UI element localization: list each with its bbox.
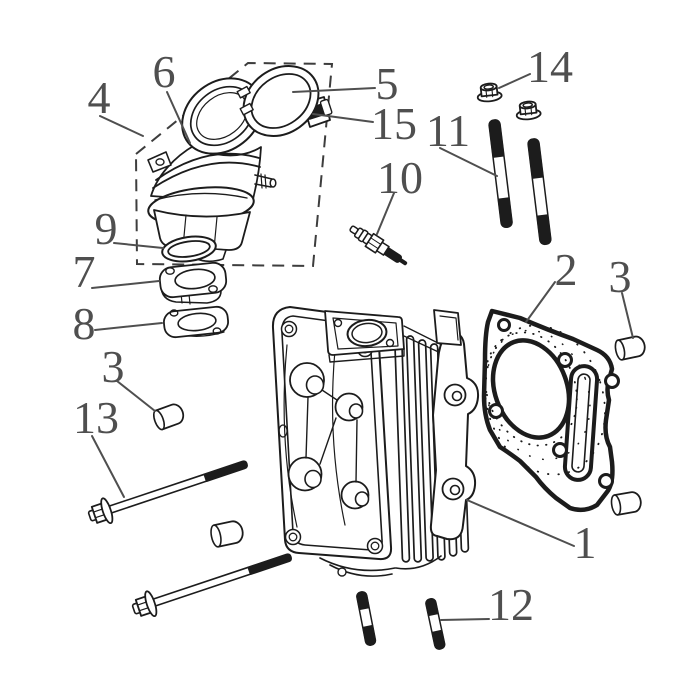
leader-lines bbox=[91, 73, 634, 621]
valve-bosses bbox=[287, 362, 370, 510]
leader-9 bbox=[113, 242, 164, 249]
callout-9-label: 9 bbox=[95, 203, 118, 254]
leader-12 bbox=[440, 618, 490, 621]
callout-5-label: 5 bbox=[376, 58, 399, 109]
gasket-cam-chain-slot bbox=[562, 364, 600, 482]
clamp-band-inner bbox=[250, 73, 312, 129]
leader-3-right bbox=[621, 292, 634, 339]
leader-7 bbox=[91, 280, 160, 289]
callout-7-label: 7 bbox=[73, 246, 96, 297]
insulator-gasket bbox=[163, 305, 229, 339]
flange-bolt bbox=[87, 460, 248, 525]
intake-port-flange bbox=[324, 310, 405, 363]
callout-8-label: 8 bbox=[73, 298, 96, 349]
gasket-bore bbox=[490, 338, 572, 440]
head-front-face bbox=[271, 306, 393, 561]
callout-4-label: 4 bbox=[88, 72, 111, 123]
callout-3-left-label: 3 bbox=[102, 341, 125, 392]
callout-12-label: 12 bbox=[488, 579, 534, 630]
insulator-spacer bbox=[158, 261, 228, 305]
vacuum-nipple bbox=[254, 173, 277, 189]
callout-14-label: 14 bbox=[527, 41, 573, 92]
head-gasket-face bbox=[429, 332, 480, 541]
leader-10 bbox=[376, 192, 395, 235]
callout-3-right-label: 3 bbox=[609, 251, 632, 302]
callout-2-label: 2 bbox=[555, 244, 578, 295]
clamp-tab bbox=[236, 85, 251, 99]
cylinder-head-gasket bbox=[481, 308, 620, 513]
leader-8 bbox=[94, 322, 163, 331]
flange-nut bbox=[476, 82, 503, 103]
o-ring bbox=[161, 235, 217, 263]
callout-10-label: 10 bbox=[377, 152, 423, 203]
leader-4 bbox=[99, 115, 144, 137]
cylinder-head bbox=[271, 306, 480, 577]
leader-11 bbox=[439, 147, 498, 177]
callout-6-label: 6 bbox=[153, 46, 176, 97]
leader-6 bbox=[166, 91, 191, 144]
leader-5 bbox=[292, 87, 376, 93]
dowel-sleeve bbox=[210, 520, 244, 548]
clamp-tab bbox=[239, 102, 254, 116]
leader-14 bbox=[498, 73, 531, 89]
spark-plug bbox=[349, 225, 408, 266]
callout-1-label: 1 bbox=[574, 517, 597, 568]
exhaust-stud-short bbox=[425, 598, 446, 650]
hose-clamp bbox=[236, 65, 333, 137]
callout-labels: 4 6 5 15 10 14 11 2 3 9 7 8 3 13 1 12 bbox=[73, 41, 632, 630]
leader-3-left bbox=[116, 380, 156, 412]
dowel-pin bbox=[614, 335, 646, 361]
leader-2 bbox=[525, 281, 556, 323]
cylinder-stud-long bbox=[527, 138, 552, 246]
leader-1 bbox=[466, 499, 575, 547]
leader-15 bbox=[312, 113, 374, 123]
head-corner-block bbox=[433, 309, 462, 346]
flange-nut bbox=[515, 100, 542, 121]
exhaust-stud-short bbox=[356, 591, 377, 646]
dowel-pin bbox=[610, 491, 642, 516]
callout-13-label: 13 bbox=[73, 392, 119, 443]
callout-15-label: 15 bbox=[371, 98, 417, 149]
cylinder-stud-long bbox=[488, 119, 513, 229]
dowel-pin bbox=[152, 403, 185, 431]
callout-11-label: 11 bbox=[426, 105, 470, 156]
leader-13 bbox=[91, 435, 125, 498]
manifold-ear-tab bbox=[147, 151, 172, 173]
flange-bolt bbox=[131, 553, 292, 618]
gasket-hook-ear bbox=[497, 318, 511, 332]
